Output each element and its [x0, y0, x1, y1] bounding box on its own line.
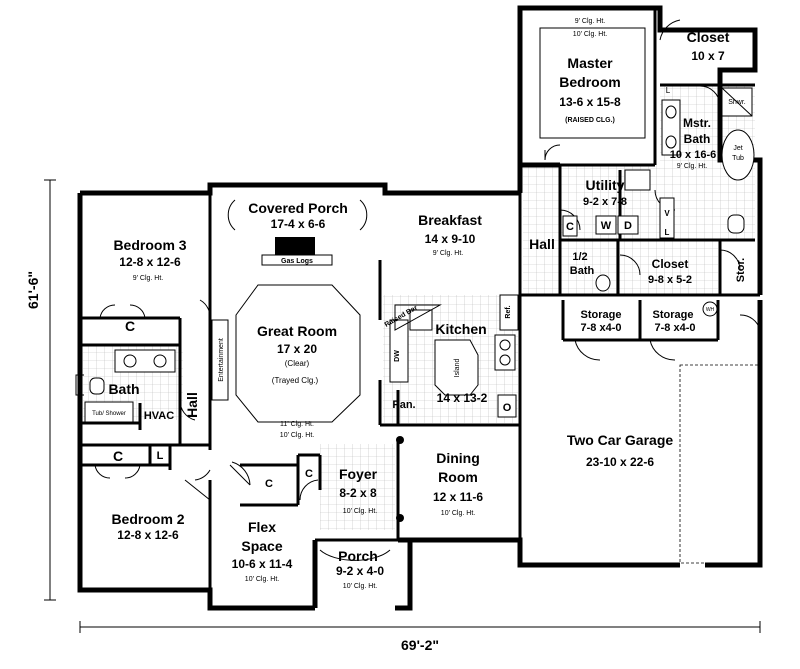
kitchen-name: Kitchen — [435, 321, 486, 337]
breakfast-size: 14 x 9-10 — [425, 232, 476, 246]
master-closet-name: Closet — [687, 29, 730, 45]
hall-utility-label: Hall — [529, 236, 555, 252]
bedroom2-closet-label: C — [113, 448, 123, 464]
master-bath-name-1: Mstr. — [683, 116, 711, 130]
flex-name-1: Flex — [248, 519, 276, 535]
master-bedroom-name-2: Bedroom — [559, 74, 620, 90]
water-heater-label: WH — [706, 307, 715, 313]
island-label: Island — [454, 359, 461, 378]
utility-closet: C — [566, 221, 574, 233]
foyer-size: 8-2 x 8 — [339, 486, 377, 500]
storage-right-name: Stor. — [735, 258, 747, 282]
hall-left-linen: L — [157, 450, 164, 462]
bedroom3-name: Bedroom 3 — [113, 237, 186, 253]
width-dimension: 69'-2" — [401, 637, 439, 653]
master-clg-2: 10' Clg. Ht. — [573, 31, 607, 38]
hall-closet-size: 9-8 x 5-2 — [648, 274, 692, 286]
foyer-name: Foyer — [339, 466, 378, 482]
great-room-size: 17 x 20 — [277, 342, 317, 356]
bedroom3-clg: 9' Clg. Ht. — [133, 275, 164, 282]
bedroom3-size: 12-8 x 12-6 — [119, 255, 181, 269]
storage-1-size: 7-8 x4-0 — [581, 322, 622, 334]
hall-closet-name: Closet — [652, 257, 689, 271]
master-bath-linen: L — [666, 86, 671, 95]
flex-size: 10-6 x 11-4 — [232, 557, 293, 571]
bedroom2-size: 12-8 x 12-6 — [117, 528, 179, 542]
utility-dryer: D — [624, 220, 632, 232]
fixtures — [84, 27, 759, 564]
master-bath-size: 10 x 16-6 — [670, 149, 716, 161]
master-bath-name-2: Bath — [684, 132, 711, 146]
jet-tub-label-1: Jet — [733, 145, 742, 152]
great-room-note-2: (Trayed Clg.) — [272, 376, 319, 385]
porch-size: 9-2 x 4-0 — [336, 564, 384, 578]
great-room-name: Great Room — [257, 323, 337, 339]
flex-closet-label: C — [265, 478, 273, 490]
bedroom2-name: Bedroom 2 — [111, 511, 184, 527]
dining-size: 12 x 11-6 — [433, 490, 483, 504]
pantry-label: Pan. — [392, 399, 415, 411]
tub-shower-label: Tub/ Shower — [92, 411, 126, 417]
storage-2-name: Storage — [653, 309, 694, 321]
master-bath-shower: Shwr. — [728, 99, 746, 106]
height-dimension: 61'-6" — [25, 271, 41, 309]
utility-size: 9-2 x 7-8 — [583, 196, 627, 208]
great-room-clg-2: 10' Clg. Ht. — [280, 432, 314, 439]
great-room-clg-1: 11' Clg. Ht. — [280, 421, 314, 428]
garage-size: 23-10 x 22-6 — [586, 455, 654, 469]
storage-2-size: 7-8 x4-0 — [655, 322, 696, 334]
flex-clg: 10' Clg. Ht. — [245, 576, 279, 583]
bath-name: Bath — [108, 381, 139, 397]
dining-name-1: Dining — [436, 450, 480, 466]
utility-washer: W — [601, 220, 612, 232]
hall-left-label: Hall — [184, 392, 200, 418]
storage-1-name: Storage — [581, 309, 622, 321]
interior-walls — [80, 8, 760, 608]
half-bath-name-1: 1/2 — [572, 251, 587, 263]
dining-clg: 10' Clg. Ht. — [441, 510, 475, 517]
jet-tub-label-2: Tub — [732, 155, 744, 162]
dining-name-2: Room — [438, 469, 478, 485]
refrigerator-label: Ref. — [505, 305, 512, 318]
breakfast-name: Breakfast — [418, 212, 482, 228]
garage-name: Two Car Garage — [567, 432, 674, 448]
hvac-label: HVAC — [144, 410, 174, 422]
foyer-clg: 10' Clg. Ht. — [343, 508, 377, 515]
utility-linen: L — [665, 228, 670, 237]
dishwasher-label: DW — [394, 350, 401, 362]
master-bedroom-name-1: Master — [567, 55, 613, 71]
breakfast-clg: 9' Clg. Ht. — [433, 250, 464, 257]
half-bath-name-2: Bath — [570, 265, 595, 277]
master-bath-clg: 9' Clg. Ht. — [677, 163, 708, 170]
utility-name: Utility — [586, 177, 625, 193]
master-bedroom-size: 13-6 x 15-8 — [559, 95, 621, 109]
covered-porch-name: Covered Porch — [248, 200, 348, 216]
gas-logs-label: Gas Logs — [281, 258, 313, 265]
dimension-lines — [44, 179, 761, 633]
master-closet-size: 10 x 7 — [691, 49, 725, 63]
kitchen-size: 14 x 13-2 — [437, 391, 488, 405]
flex-name-2: Space — [241, 538, 282, 554]
oven-label: O — [503, 402, 512, 414]
bath-closet-label: C — [125, 318, 135, 334]
great-room-note-1: (Clear) — [285, 359, 310, 368]
covered-porch-size: 17-4 x 6-6 — [271, 217, 326, 231]
foyer-closet-label: C — [305, 468, 313, 480]
porch-name: Porch — [338, 548, 378, 564]
utility-vent: V — [664, 209, 670, 218]
entertainment-label: Entertainment — [218, 338, 225, 382]
master-clg-1: 9' Clg. Ht. — [575, 18, 606, 25]
master-bedroom-note: (RAISED CLG.) — [565, 117, 615, 124]
porch-clg: 10' Clg. Ht. — [343, 583, 377, 590]
